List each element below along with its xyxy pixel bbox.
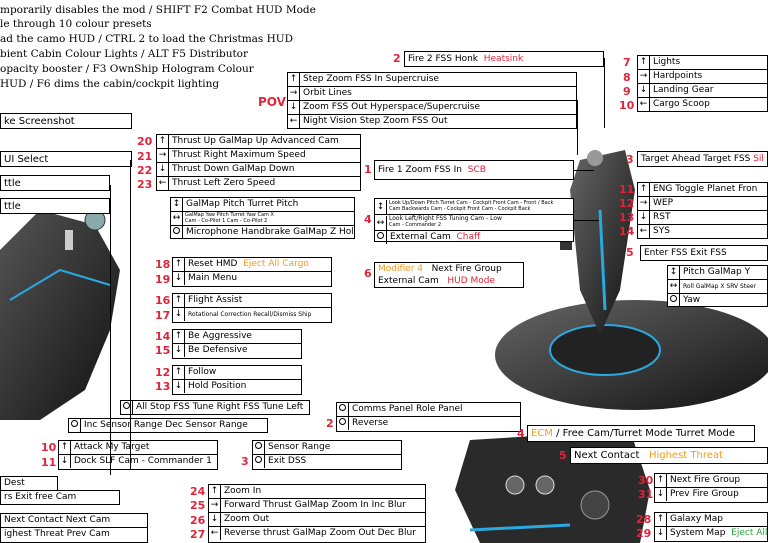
label-number: 15: [155, 344, 171, 357]
connector-line: [110, 185, 111, 475]
comms-box: Comms Panel Role Panel Reverse: [336, 402, 521, 432]
label-number: 6: [364, 267, 372, 280]
attack-box: ↑Attack My Target ↓Dock SLF Cam - Comman…: [58, 440, 218, 470]
fire1-box: Fire 1 Zoom FSS In SCB: [374, 160, 574, 180]
note-line: HUD / F6 dims the cabin/cockpit lighting: [0, 78, 220, 90]
button-icon: [255, 442, 262, 449]
label-number: 11: [41, 456, 57, 469]
thrust-box: ↑Thrust Up GalMap Up Advanced Cam →Thrus…: [156, 134, 361, 191]
note-line: le through 10 colour presets: [0, 18, 152, 30]
label-number: 12: [155, 366, 171, 379]
hmd-box: ↑Reset HMD Eject All Cargo ↓Main Menu: [172, 257, 332, 287]
next-contact-box: Next Contact Highest Threat: [570, 447, 768, 464]
all-stop-box: All Stop FSS Tune Right FSS Tune Left: [120, 400, 310, 415]
label-number: 31: [638, 488, 654, 501]
label-number: 5: [626, 246, 634, 259]
note-line: opacity booster / F3 OwnShip Hologram Co…: [0, 63, 254, 75]
label-number: 3: [241, 455, 249, 468]
lights-box: ↑Lights →Hardpoints ↓Landing Gear ←Cargo…: [637, 55, 768, 112]
label-number: 14: [155, 330, 171, 343]
screenshot-label: ke Screenshot: [0, 113, 132, 129]
button-icon: [173, 227, 180, 234]
button-icon: [339, 404, 346, 411]
sensor-box: Sensor Range Exit DSS: [252, 440, 402, 470]
label-number: 2: [393, 52, 401, 65]
target-box: Target Ahead Target FSS Sil: [637, 151, 768, 167]
throttle-illustration: [0, 209, 120, 420]
pov-row: →Orbit Lines: [288, 86, 576, 100]
cam-box: ↕ Look Up/Down Pitch Turret Cam - Cockpi…: [374, 198, 574, 244]
button-icon: [255, 456, 262, 463]
button-icon: [339, 418, 346, 425]
label-number: 30: [638, 474, 654, 487]
button-icon: [670, 295, 677, 302]
dest-box: Dest: [0, 476, 58, 491]
sensor-range-box: Inc Sensor Range Dec Sensor Range: [68, 418, 268, 433]
flight-assist-box: ↑Flight Assist ↓Rotational Correction Re…: [172, 293, 332, 323]
pov-label: POV: [258, 95, 286, 109]
label-number: 28: [636, 513, 652, 526]
aggressive-box: ↑Be Aggressive ↓Be Defensive: [172, 329, 302, 359]
pitch-box: ↕Pitch GalMap Y ↔Roll GalMap X SRV Steer…: [667, 265, 768, 307]
modifier-box: Modifier 4 Next Fire Group External Cam …: [374, 262, 524, 288]
throttle-label-2: ttle: [0, 198, 110, 214]
button-icon: [71, 420, 78, 427]
zoom-box: ↑Zoom In →Forward Thrust GalMap Zoom In …: [208, 484, 426, 543]
label-number: 16: [155, 294, 171, 307]
label-number: 1: [364, 163, 372, 176]
button-icon: [377, 232, 384, 239]
label-number: 5: [559, 449, 567, 462]
ecm-box: ECM / Free Cam/Turret Mode Turret Mode: [527, 425, 755, 442]
enter-fss-box: Enter FSS Exit FSS: [640, 245, 768, 261]
pov-box: ↑Step Zoom FSS In Supercruise →Orbit Lin…: [287, 72, 577, 129]
follow-box: ↑Follow ↓Hold Position: [172, 365, 302, 395]
pov-row: ←Night Vision Step Zoom FSS Out: [288, 114, 576, 128]
exit-cam-box: rs Exit free Cam: [0, 490, 120, 505]
note-line: bient Cabin Colour Lights / ALT F5 Distr…: [0, 48, 249, 60]
label-number: 18: [155, 258, 171, 271]
next-cam-box: Next Contact Next Cam ighest Threat Prev…: [0, 513, 148, 543]
label-number: 4: [517, 427, 525, 440]
label-number: 13: [155, 380, 171, 393]
pov-row: ↑Step Zoom FSS In Supercruise: [289, 73, 439, 86]
connector-line: [604, 58, 605, 128]
label-number: 2: [326, 417, 334, 430]
connector-line: [574, 220, 599, 221]
fire-group-box: ↑Next Fire Group ↓Prev Fire Group: [654, 473, 768, 503]
label-number: 4: [364, 213, 372, 226]
label-number: 19: [155, 273, 171, 286]
galaxy-map-box: ↑Galaxy Map ↓System Map Eject All: [654, 512, 768, 542]
label-number: 3: [626, 153, 634, 166]
ui-select-label: UI Select: [0, 151, 132, 167]
pov-row: ↓Zoom FSS Out Hyperspace/Supercruise: [288, 100, 576, 114]
button-icon: [123, 402, 130, 409]
connector-line: [574, 170, 594, 171]
label-number: 10: [41, 441, 57, 454]
label-number: 29: [636, 527, 652, 540]
connector-line: [130, 160, 131, 470]
throttle-label-1: ttle: [0, 175, 110, 191]
note-line: ad the camo HUD / CTRL 2 to load the Chr…: [0, 33, 294, 45]
fire2-box: Fire 2 FSS Honk Heatsink: [404, 51, 604, 67]
label-number: 17: [155, 309, 171, 322]
galmap-box: ↕GalMap Pitch Turret Pitch ↔ GalMap Yaw …: [170, 197, 355, 239]
pips-box: ↑ENG Toggle Planet Fron →WEP ↓RST ←SYS: [637, 182, 768, 239]
connector-line: [577, 100, 578, 155]
note-line: mporarily disables the mod / SHIFT F2 Co…: [0, 4, 316, 16]
